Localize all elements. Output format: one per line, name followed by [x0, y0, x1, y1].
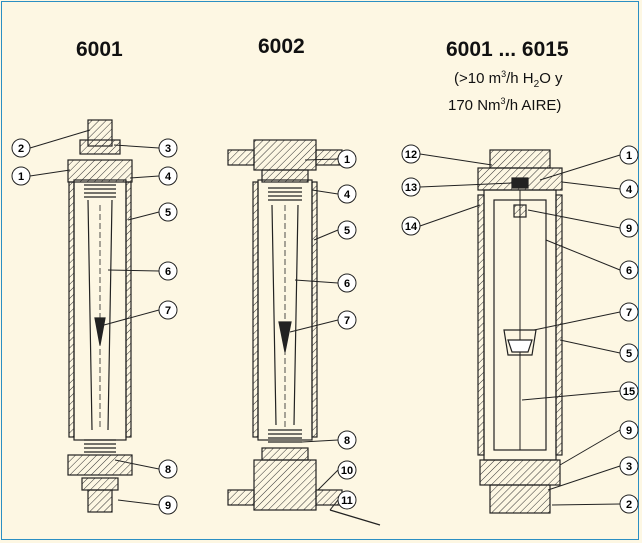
svg-text:1: 1 — [344, 154, 350, 166]
svg-text:6: 6 — [626, 265, 632, 277]
callout-right-5: 5 — [619, 343, 639, 363]
callout-right-13: 13 — [401, 177, 421, 197]
svg-text:9: 9 — [626, 223, 632, 235]
callout-right-12: 12 — [401, 144, 421, 164]
callout-left-3: 3 — [158, 138, 178, 158]
callout-left-9: 9 — [158, 495, 178, 515]
spec-note-line2: 170 Nm3/h AIRE) — [448, 96, 562, 114]
svg-text:14: 14 — [405, 221, 418, 233]
callouts-middle: 1 4 5 6 7 8 10 11 — [337, 149, 357, 510]
svg-text:12: 12 — [405, 149, 417, 161]
model-title-6002: 6002 — [258, 35, 305, 58]
callout-right-7: 7 — [619, 302, 639, 322]
callout-middle-7: 7 — [337, 310, 357, 330]
svg-text:9: 9 — [165, 500, 171, 512]
svg-text:2: 2 — [626, 499, 632, 511]
svg-text:5: 5 — [165, 207, 171, 219]
svg-text:2: 2 — [18, 143, 24, 155]
callout-right-9-top: 9 — [619, 218, 639, 238]
meter-6002-drawing — [227, 139, 381, 526]
callout-left-7: 7 — [158, 300, 178, 320]
svg-text:3: 3 — [626, 461, 632, 473]
callout-left-6: 6 — [158, 261, 178, 281]
spec-note-line1: (>10 m3/h H2O y — [454, 69, 563, 90]
svg-text:5: 5 — [344, 225, 350, 237]
callout-right-2: 2 — [619, 494, 639, 514]
callout-middle-10: 10 — [337, 460, 357, 480]
callout-right-14: 14 — [401, 216, 421, 236]
svg-text:9: 9 — [626, 425, 632, 437]
model-title-range: 6001 ... 6015 — [446, 38, 569, 61]
callout-middle-1: 1 — [337, 149, 357, 169]
callout-middle-4: 4 — [337, 184, 357, 204]
svg-text:8: 8 — [165, 464, 171, 476]
callout-middle-11: 11 — [337, 490, 357, 510]
svg-text:13: 13 — [405, 182, 417, 194]
callout-middle-6: 6 — [337, 273, 357, 293]
model-title-6001: 6001 — [76, 38, 123, 61]
svg-text:4: 4 — [165, 171, 172, 183]
svg-text:3: 3 — [165, 143, 171, 155]
svg-text:7: 7 — [165, 305, 171, 317]
svg-text:4: 4 — [344, 189, 351, 201]
meter-6001-drawing — [67, 119, 133, 513]
callout-right-9-bottom: 9 — [619, 420, 639, 440]
svg-text:1: 1 — [18, 171, 24, 183]
callout-right-15: 15 — [619, 381, 639, 401]
callout-left-8: 8 — [158, 459, 178, 479]
svg-text:5: 5 — [626, 348, 632, 360]
callout-left-5: 5 — [158, 202, 178, 222]
svg-text:1: 1 — [626, 150, 632, 162]
svg-text:8: 8 — [344, 435, 350, 447]
svg-text:15: 15 — [623, 386, 635, 398]
callout-right-1: 1 — [619, 145, 639, 165]
svg-text:7: 7 — [626, 307, 632, 319]
callout-right-3: 3 — [619, 456, 639, 476]
callout-left-2: 2 — [11, 138, 31, 158]
callouts-right: 12 1 13 4 14 9 6 7 5 15 9 3 2 — [401, 144, 639, 514]
svg-text:7: 7 — [344, 315, 350, 327]
callout-middle-5: 5 — [337, 220, 357, 240]
svg-text:6: 6 — [165, 266, 171, 278]
svg-text:6: 6 — [344, 278, 350, 290]
callout-middle-8: 8 — [337, 430, 357, 450]
callout-right-6: 6 — [619, 260, 639, 280]
callout-left-1: 1 — [11, 166, 31, 186]
svg-text:10: 10 — [341, 465, 353, 477]
callout-left-4: 4 — [158, 166, 178, 186]
svg-text:4: 4 — [626, 184, 633, 196]
callouts-left: 2 3 1 4 5 6 7 8 9 — [11, 138, 178, 515]
meter-6015-drawing — [477, 149, 563, 514]
callout-right-4: 4 — [619, 179, 639, 199]
svg-text:11: 11 — [341, 495, 353, 507]
